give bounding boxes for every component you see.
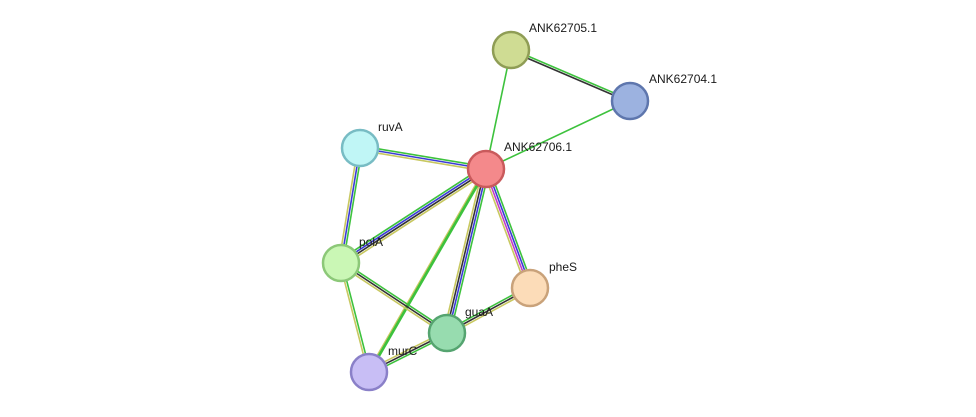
edge-line xyxy=(340,262,448,334)
edge-line xyxy=(359,147,487,170)
node-circle-ank62705-1[interactable] xyxy=(491,30,531,70)
node-ank62706-1[interactable]: ANK62706.1 xyxy=(466,140,572,189)
edge-ank62705-1-ank62706-1 xyxy=(485,49,512,170)
node-phes[interactable]: pheS xyxy=(510,260,577,308)
edge-ank62706-1-murc xyxy=(367,168,488,373)
edge-ank62705-1-ank62704-1 xyxy=(510,48,631,103)
edge-layer xyxy=(338,48,631,375)
edge-line xyxy=(485,49,512,170)
node-label-murc: murC xyxy=(388,344,418,358)
node-circle-ruva[interactable] xyxy=(340,128,380,168)
edge-line xyxy=(360,145,487,168)
node-ank62705-1[interactable]: ANK62705.1 xyxy=(491,21,597,70)
edge-ank62706-1-guaa xyxy=(443,168,490,334)
node-circle-murc[interactable] xyxy=(349,352,389,392)
node-label-ank62706-1: ANK62706.1 xyxy=(504,140,572,154)
node-pola[interactable]: polA xyxy=(321,235,383,283)
edge-ruva-ank62706-1 xyxy=(359,145,487,172)
node-label-guaa: guaA xyxy=(465,305,493,319)
edge-line xyxy=(369,169,488,373)
edge-line xyxy=(338,147,359,263)
node-circle-phes[interactable] xyxy=(510,268,550,308)
edge-line xyxy=(359,149,486,172)
edge-line xyxy=(342,148,363,264)
edge-line xyxy=(443,168,484,333)
node-circle-ank62706-1[interactable] xyxy=(466,149,506,189)
node-circle-pola[interactable] xyxy=(321,243,361,283)
node-label-phes: pheS xyxy=(549,260,577,274)
node-label-ank62705-1: ANK62705.1 xyxy=(529,21,597,35)
edge-line xyxy=(340,147,361,264)
node-ank62704-1[interactable]: ANK62704.1 xyxy=(610,72,717,121)
node-circle-guaa[interactable] xyxy=(427,313,467,353)
edge-line xyxy=(488,167,534,288)
edge-pola-ank62706-1 xyxy=(338,165,489,267)
edge-line xyxy=(510,50,630,103)
edge-ank62706-1-murc xyxy=(368,168,487,373)
edge-line xyxy=(341,260,449,332)
edge-line xyxy=(342,171,489,267)
edge-line xyxy=(368,168,487,373)
edge-ank62706-1-phes xyxy=(482,167,534,290)
edge-line xyxy=(485,100,631,170)
edge-line xyxy=(484,169,530,289)
edge-line xyxy=(339,167,486,263)
edge-line xyxy=(367,168,486,372)
edge-line xyxy=(338,165,485,261)
edge-ank62704-1-ank62706-1 xyxy=(485,100,631,170)
edge-line xyxy=(339,264,447,336)
node-murc[interactable]: murC xyxy=(349,344,418,392)
edge-line xyxy=(447,169,488,334)
edge-line xyxy=(486,168,532,288)
node-layer: ANK62706.1 ANK62705.1 ANK62704.1 ruvA po… xyxy=(321,21,717,392)
edge-line xyxy=(445,168,486,333)
edge-line xyxy=(449,169,490,334)
node-label-ank62704-1: ANK62704.1 xyxy=(649,72,717,86)
edge-line xyxy=(482,169,528,290)
node-ruva[interactable]: ruvA xyxy=(340,120,403,168)
edge-line xyxy=(341,169,488,265)
node-circle-ank62704-1[interactable] xyxy=(610,81,650,121)
edge-ruva-pola xyxy=(338,147,363,264)
edge-pola-guaa xyxy=(339,260,449,336)
edge-line xyxy=(511,48,631,101)
node-label-pola: polA xyxy=(359,235,383,249)
node-label-ruva: ruvA xyxy=(378,120,403,134)
node-guaa[interactable]: guaA xyxy=(427,305,493,353)
